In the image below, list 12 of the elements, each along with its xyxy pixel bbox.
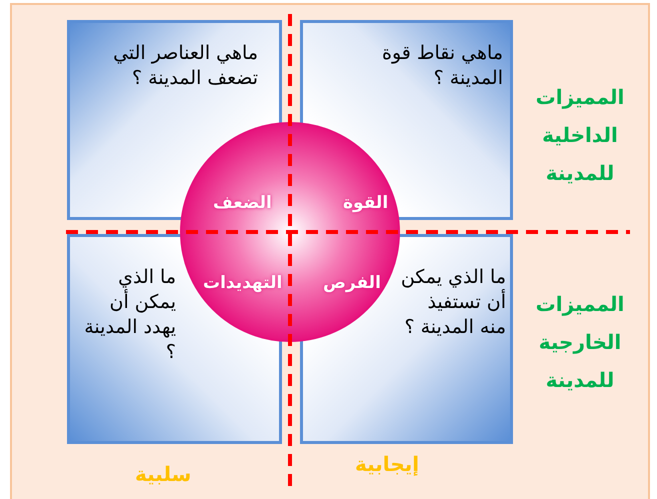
column-label: إيجابية [355,452,420,476]
question-text: ماهي العناصر التي تضعف المدينة ؟ [112,41,258,91]
column-label: سلبية [135,462,192,486]
row-label: المميزات الخارجية للمدينة [534,291,626,394]
question-text: ما الذي يمكن أن تستفيذ منه المدينة ؟ [400,265,506,340]
quadrant-title: التهديدات [203,273,282,293]
row-label: المميزات الداخلية للمدينة [534,84,626,187]
question-text: ماهي نقاط قوة المدينة ؟ [380,41,503,91]
question-text: ما الذي يمكن أن يهدد المدينة ؟ [83,265,176,365]
quadrant-title: الفرص [323,273,381,293]
quadrant-title: الضعف [213,193,272,213]
quadrant-title: القوة [343,193,388,213]
